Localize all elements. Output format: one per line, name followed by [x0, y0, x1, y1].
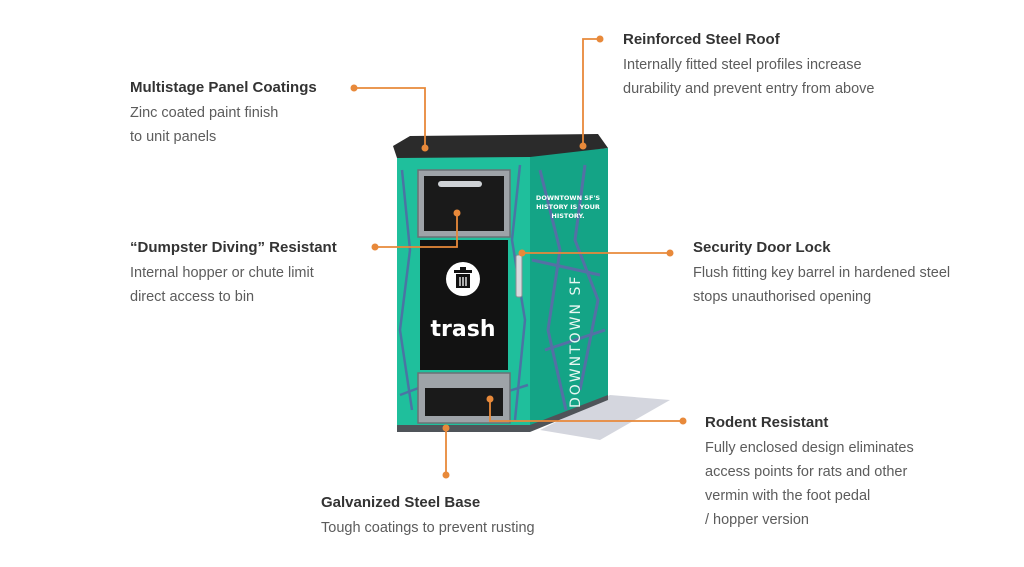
leader-dots [350, 35, 687, 479]
callout-diving-title: “Dumpster Diving” Resistant [130, 239, 337, 256]
callout-rodent-line-1: Fully enclosed design eliminates [705, 440, 914, 456]
dot-rodent-end [679, 417, 687, 425]
side-slogan-line-3: HISTORY. [551, 212, 584, 220]
callout-rodent: Rodent Resistant Fully enclosed design e… [705, 414, 914, 532]
dot-diving-end [371, 243, 379, 251]
bin-shadow [540, 395, 670, 440]
side-graffiti [531, 164, 606, 411]
callout-coatings-title: Multistage Panel Coatings [130, 79, 317, 96]
callout-coatings: Multistage Panel Coatings Zinc coated pa… [130, 79, 317, 149]
callout-rodent-line-2: access points for rats and other [705, 464, 908, 480]
dot-roof-end [596, 35, 604, 43]
callout-roof-line-1: Internally fitted steel profiles increas… [623, 57, 862, 73]
door-lock [515, 254, 523, 298]
hopper-handle [438, 181, 482, 187]
trash-can-icon [446, 262, 480, 296]
bin-front-label: trash [431, 317, 496, 342]
callout-diving: “Dumpster Diving” Resistant Internal hop… [130, 239, 337, 309]
side-text-main: DOWNTOWN SF [568, 275, 584, 408]
bin-base [397, 395, 608, 432]
callout-roof: Reinforced Steel Roof Internally fitted … [623, 31, 874, 101]
leader-rodent [489, 399, 683, 422]
callout-roof-line-2: durability and prevent entry from above [623, 81, 875, 97]
side-slogan-line-2: HISTORY IS YOUR [536, 203, 600, 211]
callout-rodent-title: Rodent Resistant [705, 414, 829, 431]
dot-lock-end [666, 249, 674, 257]
callout-lock-line-1: Flush fitting key barrel in hardened ste… [693, 265, 951, 281]
side-slogan: DOWNTOWN SF'S HISTORY IS YOUR HISTORY. [536, 194, 600, 220]
callout-base-title: Galvanized Steel Base [321, 494, 481, 511]
callout-coatings-line-1: Zinc coated paint finish [130, 105, 279, 121]
callout-lock-line-2: stops unauthorised opening [693, 289, 872, 305]
leader-lines [354, 38, 683, 475]
callout-lock-title: Security Door Lock [693, 239, 831, 256]
callout-diving-line-1: Internal hopper or chute limit [130, 265, 314, 281]
bin-roof [393, 134, 608, 158]
dot-diving-start [453, 209, 461, 217]
dot-rodent-start [486, 395, 494, 403]
side-slogan-line-1: DOWNTOWN SF'S [536, 194, 600, 202]
leader-diving [375, 213, 458, 248]
bin-side-panel [530, 148, 608, 428]
leader-roof [582, 38, 600, 146]
dot-coatings-end [350, 84, 358, 92]
leader-coatings [354, 87, 426, 148]
callout-base: Galvanized Steel Base Tough coatings to … [321, 494, 535, 540]
callout-roof-title: Reinforced Steel Roof [623, 31, 780, 48]
dot-coatings-start [421, 144, 429, 152]
callout-lock: Security Door Lock Flush fitting key bar… [693, 239, 950, 309]
callout-rodent-line-3: vermin with the foot pedal [705, 488, 871, 504]
dot-roof-start [579, 142, 587, 150]
dot-base-end [442, 471, 450, 479]
callout-diving-line-2: direct access to bin [130, 289, 255, 305]
dot-base-start [442, 424, 450, 432]
callout-base-line-1: Tough coatings to prevent rusting [321, 520, 535, 536]
door-panel [420, 240, 508, 370]
callout-coatings-line-2: to unit panels [130, 129, 217, 145]
dot-lock-start [518, 249, 526, 257]
callout-rodent-line-4: / hopper version [705, 512, 809, 528]
